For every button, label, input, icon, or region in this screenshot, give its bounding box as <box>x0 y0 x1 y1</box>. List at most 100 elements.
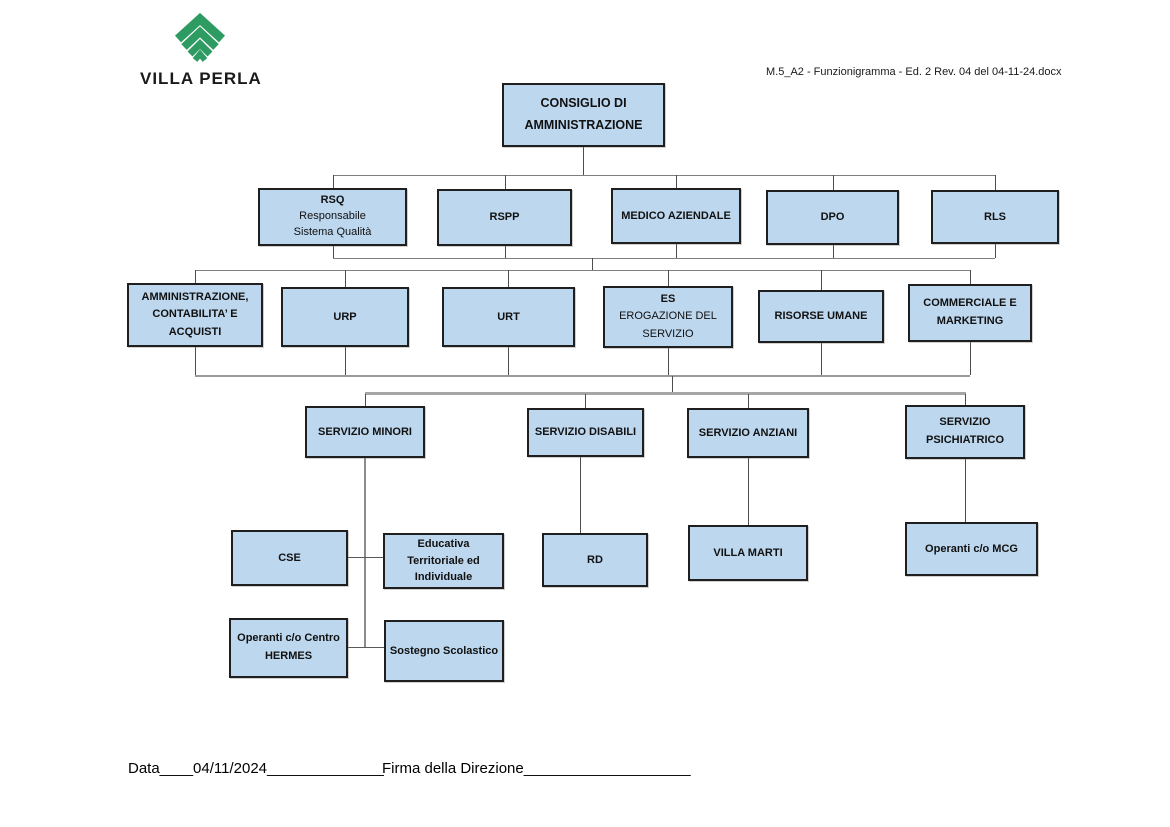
node-label: SERVIZIO <box>939 416 991 429</box>
connector <box>345 347 346 375</box>
node-label: RSQ <box>320 194 345 207</box>
node-servizio-disabili: SERVIZIO DISABILI <box>527 408 644 457</box>
connector <box>508 270 509 287</box>
node-risorse-umane: RISORSE UMANE <box>758 290 884 343</box>
node-label: URT <box>497 310 520 323</box>
node-label: VILLA MARTI <box>713 546 783 559</box>
node-label: RD <box>587 553 603 566</box>
node-label: RLS <box>984 210 1006 223</box>
node-label: AMMINISTRAZIONE <box>524 118 643 132</box>
node-label: Operanti c/o Centro <box>237 632 340 645</box>
date-signature-line: Data____04/11/2024______________ <box>128 760 384 777</box>
connector <box>583 147 584 175</box>
node-label: Sostegno Scolastico <box>389 644 499 657</box>
connector <box>505 246 506 258</box>
node-rspp: RSPP <box>437 189 572 246</box>
connector <box>821 270 822 290</box>
node-label: Operanti c/o MCG <box>925 542 1018 555</box>
node-label: SERVIZIO <box>642 327 694 340</box>
node-label: URP <box>333 310 357 323</box>
connector <box>970 342 971 375</box>
connector <box>995 175 996 190</box>
node-label: MARKETING <box>936 315 1004 327</box>
connector <box>365 394 366 406</box>
connector <box>195 270 196 283</box>
node-rsq: RSQ Responsabile Sistema Qualità <box>258 188 407 246</box>
node-label: EROGAZIONE DEL <box>619 310 717 323</box>
connector <box>365 392 966 395</box>
node-amministrazione-contabilita-acquisti: AMMINISTRAZIONE, CONTABILITA’ E ACQUISTI <box>127 283 263 347</box>
connector <box>333 258 995 259</box>
node-label: AMMINISTRAZIONE, <box>141 291 249 304</box>
node-label: CONSIGLIO DI <box>540 96 627 111</box>
connector <box>592 258 593 270</box>
node-operanti-centro-hermes: Operanti c/o Centro HERMES <box>229 618 348 678</box>
node-label: DPO <box>820 211 845 224</box>
connector <box>364 458 366 648</box>
connector <box>333 175 334 188</box>
node-label: Territoriale ed <box>407 554 480 567</box>
connector <box>508 347 509 375</box>
connector <box>195 375 970 377</box>
node-servizio-psichiatrico: SERVIZIO PSICHIATRICO <box>905 405 1025 459</box>
connector <box>676 175 677 188</box>
villa-perla-tree-icon <box>169 12 231 66</box>
node-label: CSE <box>278 551 301 564</box>
document-reference: M.5_A2 - Funzionigramma - Ed. 2 Rev. 04 … <box>766 66 1062 78</box>
node-commerciale-e-marketing: COMMERCIALE E MARKETING <box>908 284 1032 342</box>
connector <box>748 458 749 525</box>
connector <box>333 175 996 176</box>
node-educativa-territoriale-individuale: Educativa Territoriale ed Individuale <box>383 533 504 589</box>
connector <box>965 459 966 522</box>
node-label: MEDICO AZIENDALE <box>621 209 731 222</box>
villa-perla-logo: VILLA PERLA <box>140 10 262 89</box>
connector <box>348 557 383 558</box>
connector <box>505 175 506 189</box>
node-consiglio-di-amministrazione: CONSIGLIO DI AMMINISTRAZIONE <box>502 83 665 147</box>
node-servizio-minori: SERVIZIO MINORI <box>305 406 425 458</box>
node-label: Individuale <box>414 571 473 584</box>
connector <box>833 175 834 190</box>
node-label: RSPP <box>489 211 520 224</box>
node-label: CONTABILITA’ E <box>152 308 238 321</box>
node-es-erogazione-del-servizio: ES EROGAZIONE DEL SERVIZIO <box>603 286 733 348</box>
node-label: ES <box>660 293 676 306</box>
node-label: Sistema Qualità <box>293 225 372 238</box>
connector <box>676 244 677 258</box>
node-rd: RD <box>542 533 648 587</box>
node-villa-marti: VILLA MARTI <box>688 525 808 581</box>
node-dpo: DPO <box>766 190 899 245</box>
connector <box>668 270 669 286</box>
logo-wordmark: VILLA PERLA <box>140 69 262 88</box>
node-label: Educativa <box>417 538 470 551</box>
node-label: HERMES <box>264 650 313 662</box>
connector <box>821 343 822 375</box>
node-operanti-mcg: Operanti c/o MCG <box>905 522 1038 576</box>
connector <box>585 394 586 408</box>
node-label: SERVIZIO DISABILI <box>534 426 637 439</box>
direction-signature-line: Firma della Direzione___________________… <box>382 760 691 777</box>
node-medico-aziendale: MEDICO AZIENDALE <box>611 188 741 244</box>
connector <box>965 394 966 405</box>
node-urt: URT <box>442 287 575 347</box>
node-label: ACQUISTI <box>168 325 222 338</box>
node-label: Responsabile <box>299 210 366 223</box>
connector <box>672 376 673 393</box>
connector <box>348 647 384 648</box>
node-servizio-anziani: SERVIZIO ANZIANI <box>687 408 809 458</box>
node-sostegno-scolastico: Sostegno Scolastico <box>384 620 504 682</box>
node-rls: RLS <box>931 190 1059 244</box>
connector <box>668 348 669 375</box>
connector <box>970 270 971 284</box>
connector <box>195 270 970 271</box>
connector <box>748 394 749 408</box>
connector <box>333 246 334 258</box>
node-cse: CSE <box>231 530 348 586</box>
connector <box>195 347 196 375</box>
connector <box>345 270 346 287</box>
connector <box>995 244 996 258</box>
node-label: PSICHIATRICO <box>925 434 1005 446</box>
connector <box>833 245 834 258</box>
node-label: SERVIZIO ANZIANI <box>698 426 798 439</box>
